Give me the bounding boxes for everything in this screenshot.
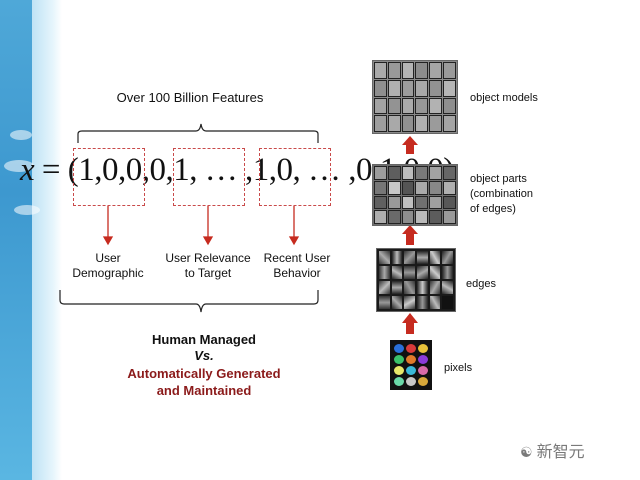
label-line: to Target — [184, 266, 232, 280]
label-line: Behavior — [273, 266, 321, 280]
decor-dot — [10, 130, 32, 140]
label-line: Demographic — [72, 266, 144, 280]
arrow-head — [202, 236, 214, 246]
maintained-text: and Maintained — [156, 383, 252, 398]
vs-text: Vs. — [194, 348, 214, 363]
edges-label: edges — [466, 278, 496, 290]
formula-mid2: , … , — [292, 152, 357, 188]
decor-dot — [14, 205, 40, 215]
wechat-icon: ☯ — [520, 444, 533, 460]
pixels-label: pixels — [444, 362, 473, 374]
dashbox-demographic — [73, 148, 145, 206]
top-brace — [77, 123, 319, 143]
pixels-image — [390, 340, 432, 390]
layer-arrow — [406, 233, 414, 245]
label-line: User Relevance — [165, 251, 251, 265]
layer-arrow — [406, 322, 414, 334]
label-behavior: Recent User Behavior — [252, 251, 342, 281]
sidebar-gradient — [32, 0, 62, 480]
object-models-label: object models — [470, 92, 538, 104]
label-relevance: User Relevance to Target — [153, 251, 263, 281]
dashbox-relevance — [173, 148, 245, 206]
arrow-head — [288, 236, 300, 246]
object-models-image — [372, 60, 458, 134]
label-line: User — [95, 251, 121, 265]
formula-seg1: 1,0,0,0 — [78, 152, 166, 188]
sidebar-decoration — [0, 0, 32, 480]
features-title: Over 100 Billion Features — [116, 90, 264, 105]
watermark-text: 新智元 — [536, 444, 585, 461]
label-line: of edges) — [470, 203, 516, 215]
layer-arrow-head — [402, 136, 418, 145]
arrow-head — [102, 236, 114, 246]
bottom-brace — [59, 290, 319, 313]
label-demographic: User Demographic — [58, 251, 158, 281]
label-line: (combination — [470, 188, 533, 200]
object-parts-label: object parts (combination of edges) — [470, 172, 533, 217]
layer-arrow-head — [402, 313, 418, 323]
layer-arrow — [406, 144, 414, 154]
decor-dot — [4, 160, 34, 172]
label-line: Recent User — [263, 251, 331, 265]
human-managed-text: Human Managed — [151, 332, 256, 347]
auto-generated-text: Automatically Generated — [127, 366, 281, 381]
formula-mid1: ,1, … , — [165, 152, 254, 188]
layer-arrow-head — [402, 225, 418, 234]
formula-eq: = ( — [34, 152, 79, 188]
dashbox-behavior — [259, 148, 331, 206]
edges-image — [376, 248, 456, 312]
watermark: ☯新智元 — [520, 438, 585, 462]
label-line: object parts — [470, 173, 527, 185]
object-parts-image — [372, 164, 458, 226]
formula-var: x — [20, 152, 35, 188]
